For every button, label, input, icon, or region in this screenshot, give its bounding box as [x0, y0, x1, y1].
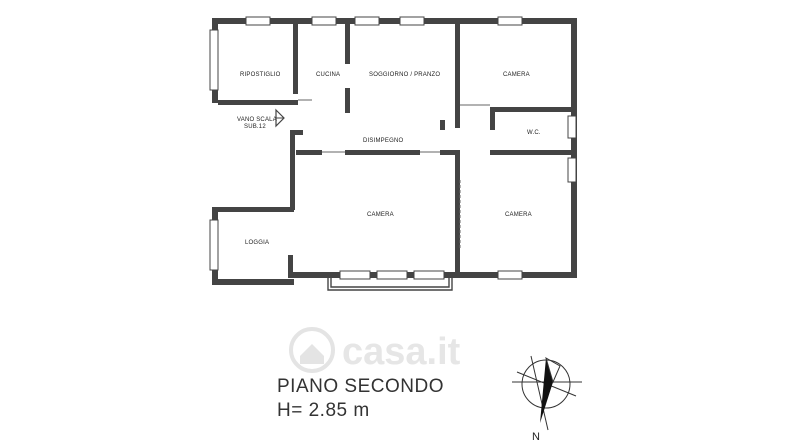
watermark-text: casa.it: [342, 331, 461, 373]
room-label-soggiorno: SOGGIORNO / PRANZO: [369, 72, 440, 78]
room-label-ripostiglio: RIPOSTIGLIO: [240, 72, 281, 78]
floor-title: PIANO SECONDO: [277, 376, 444, 397]
room-label-disimpegno: DISIMPEGNO: [363, 138, 403, 144]
stair-label-line2: SUB.12: [244, 124, 266, 130]
doors: [298, 99, 490, 250]
room-label-camera-center: CAMERA: [367, 212, 394, 218]
floor-height: H= 2.85 m: [277, 400, 370, 421]
compass-icon: N: [512, 355, 582, 443]
room-label-camera-top-right: CAMERA: [503, 72, 530, 78]
room-label-cucina: CUCINA: [316, 72, 340, 78]
stair-arrow-icon: [275, 108, 285, 128]
balcony: [327, 278, 453, 291]
stair-label-line1: VANO SCALA: [237, 117, 277, 123]
room-label-wc: W.C.: [527, 130, 541, 136]
compass-north-label: N: [532, 431, 540, 443]
room-label-camera-right: CAMERA: [505, 212, 532, 218]
house-logo-icon: [289, 327, 335, 373]
watermark: casa.it: [289, 327, 461, 373]
windows: [209, 16, 577, 280]
room-label-loggia: LOGGIA: [245, 240, 269, 246]
